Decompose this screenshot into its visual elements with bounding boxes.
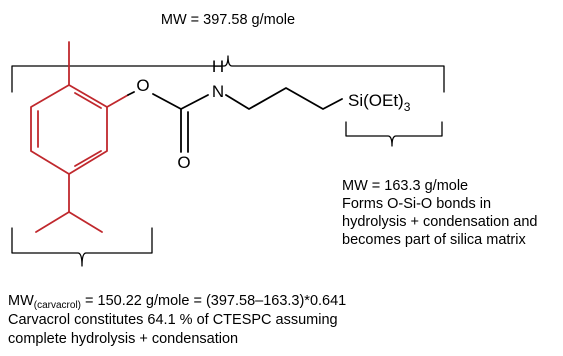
carvacrol-mw-label: MW(carvacrol) = 150.22 g/mole = (397.58–… bbox=[8, 293, 346, 311]
silyl-mw-label: MW = 163.3 g/mole bbox=[342, 178, 468, 194]
silyl-group-label: Si(OEt)3 bbox=[348, 91, 411, 114]
carbonyl-oxygen-atom: O bbox=[177, 153, 190, 172]
silyl-note-line-2: hydrolysis + condensation and bbox=[342, 214, 537, 230]
amide-hydrogen-atom: H bbox=[212, 57, 224, 76]
carvacrol-note-line-2: Carvacrol constitutes 64.1 % of CTESPC a… bbox=[8, 312, 338, 328]
silyl-brace bbox=[345, 121, 443, 147]
molecule-brace bbox=[11, 55, 445, 93]
carbamate-linker bbox=[127, 87, 343, 153]
silyl-note-line-1: Forms O-Si-O bonds in bbox=[342, 196, 491, 212]
carvacrol-ring bbox=[30, 41, 129, 233]
silyl-note-line-3: becomes part of silica matrix bbox=[342, 232, 526, 248]
amide-nitrogen-atom: N bbox=[212, 82, 224, 101]
carvacrol-note-line-3: complete hydrolysis + condensation bbox=[8, 331, 238, 347]
carvacrol-brace bbox=[11, 227, 153, 267]
molecule-mw-label: MW = 397.58 g/mole bbox=[161, 12, 295, 28]
ester-oxygen-atom: O bbox=[136, 76, 149, 95]
